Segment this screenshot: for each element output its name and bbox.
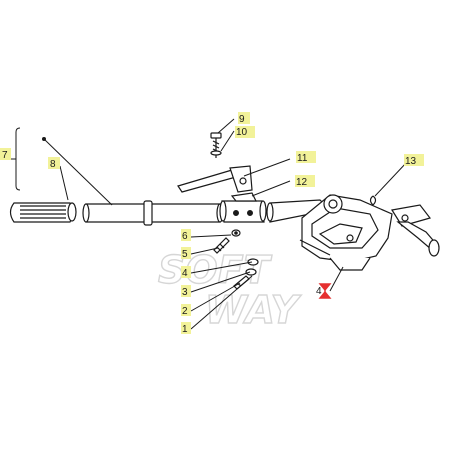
label-highlight (181, 285, 191, 297)
leader-lines (11, 118, 408, 330)
watermark: SOFT WAY (157, 247, 302, 332)
callout-labels: 9 10 11 12 13 8 7 6 5 4 3 2 1 4 (0, 112, 424, 335)
callout-9: 9 (239, 114, 245, 125)
throttle-tube (82, 200, 224, 226)
callout-13: 13 (405, 156, 417, 167)
callout-11: 11 (297, 153, 308, 164)
handle-grip (9, 202, 77, 223)
red-marker (318, 283, 332, 299)
callout-1: 1 (182, 324, 188, 335)
callout-4-housing: 4 (316, 286, 322, 297)
label-highlight (235, 126, 255, 138)
callout-7: 7 (2, 150, 8, 161)
label-highlight (48, 157, 60, 169)
callout-6: 6 (182, 231, 188, 242)
callout-2: 2 (182, 306, 188, 317)
control-housing (266, 194, 440, 271)
label-highlight (181, 266, 191, 278)
small-hardware (213, 229, 259, 290)
label-highlight (181, 322, 191, 334)
label-highlight (181, 304, 191, 316)
label-highlight (181, 247, 191, 259)
callout-12: 12 (296, 177, 308, 188)
label-highlight (181, 229, 191, 241)
label-highlight (404, 154, 424, 166)
callout-4: 4 (182, 268, 188, 279)
cable-clamp (219, 192, 267, 223)
callout-8: 8 (50, 159, 56, 170)
label-highlight (238, 112, 250, 124)
label-highlight (0, 148, 11, 160)
spring-clip (369, 195, 377, 206)
callout-dot (42, 137, 46, 141)
callout-5: 5 (182, 249, 188, 260)
label-highlight (296, 151, 316, 163)
callout-10: 10 (236, 127, 248, 138)
label-highlight (295, 175, 315, 187)
watermark-line-2: WAY (205, 288, 302, 332)
screw-and-washer (210, 132, 222, 158)
callout-3: 3 (182, 287, 188, 298)
control-lever (177, 165, 253, 193)
